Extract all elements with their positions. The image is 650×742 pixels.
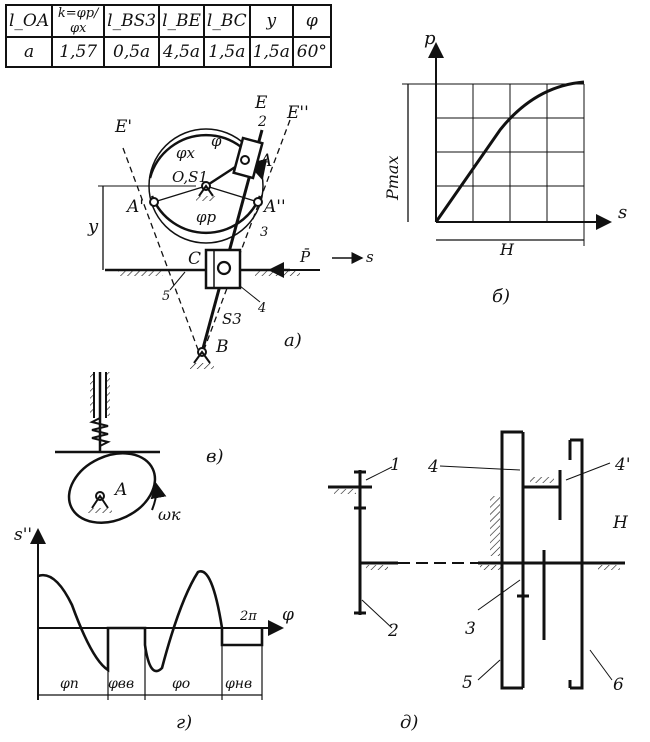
- label-b: B: [215, 337, 229, 357]
- caption-v: в): [206, 446, 224, 467]
- gear-4-5: [500, 430, 523, 690]
- label-c: C: [188, 249, 201, 269]
- force-curve: [434, 80, 585, 223]
- caption-d: д): [400, 712, 418, 733]
- label-2: 2: [257, 114, 267, 130]
- ground-hatch-b: [190, 363, 214, 369]
- label-1: 1: [390, 455, 401, 475]
- phi-p-arc: [150, 195, 262, 235]
- gear-6: [570, 438, 584, 690]
- label-5: 5: [162, 289, 170, 304]
- label-e2: E'': [286, 103, 309, 123]
- joint-c: [216, 260, 232, 276]
- label-phi-p: φп: [60, 676, 79, 692]
- label-e1: E': [114, 117, 132, 137]
- acceleration-curve: [37, 570, 264, 673]
- spring: [89, 417, 111, 447]
- label-s2: s'': [14, 525, 32, 545]
- grid: [436, 83, 585, 222]
- label-a2: A'': [262, 197, 286, 217]
- label-phi: φ: [282, 605, 294, 625]
- table-value-row: a 1,57 0,5a 4,5a 1,5a 1,5a 60°: [4, 36, 332, 68]
- table-header-row: l_OA k=φp/φx l_BS3 l_BE l_BC y φ: [4, 4, 332, 38]
- leader-4: [239, 285, 261, 303]
- joint-a2: [253, 197, 263, 207]
- header-cell: l_BE: [158, 4, 205, 38]
- label-h: H: [612, 513, 629, 533]
- label-p-axis: p: [424, 28, 436, 49]
- gear-train: 1 2 3 4 4' 5 6 H д): [328, 430, 631, 733]
- label-s-axis: s: [618, 202, 627, 223]
- ground-hatch-left: [118, 270, 163, 276]
- label-s: s: [366, 248, 374, 266]
- cam-profile: [67, 452, 157, 524]
- fixed-hatch-4: [490, 496, 500, 556]
- label-a: A: [258, 151, 272, 171]
- label-3: 3: [465, 619, 476, 639]
- crank-line-a1: [153, 185, 207, 203]
- label-h: H: [499, 240, 515, 259]
- ground-hatch-o: [196, 196, 216, 201]
- crank-line-a2: [205, 185, 259, 203]
- label-p: P̄: [299, 248, 311, 266]
- label-phi-nv: φнв: [225, 676, 252, 692]
- label-pmax: Pmax: [383, 156, 402, 202]
- label-a: A: [113, 480, 127, 500]
- value-cell: 0,5a: [103, 36, 161, 68]
- caption-g: г): [176, 712, 192, 733]
- label-4: 4: [257, 301, 266, 316]
- value-cell: 60°: [291, 36, 332, 68]
- label-e: E: [254, 93, 268, 113]
- extreme-line-e1: [122, 147, 201, 356]
- label-phi-vv: φвв: [108, 676, 134, 692]
- label-s3: S3: [222, 310, 242, 328]
- joint-a1: [149, 197, 159, 207]
- label-phi-p: φp: [196, 208, 217, 226]
- acceleration-diagram: s'' φ 2π φп φвв φо φнв г): [14, 525, 294, 733]
- value-cell: 1,57: [51, 36, 106, 68]
- value-cell: a: [4, 36, 54, 68]
- parameters-table: l_OA k=φp/φx l_BS3 l_BE l_BC y φ a 1,57 …: [4, 4, 332, 68]
- label-5: 5: [462, 673, 473, 693]
- support-o: [198, 184, 214, 197]
- extreme-line-e2: [201, 119, 291, 356]
- header-cell: l_BC: [202, 4, 251, 38]
- label-o: O,S1: [172, 168, 208, 186]
- label-3: 3: [260, 225, 268, 240]
- label-4: 4: [427, 457, 439, 477]
- label-y: y: [87, 216, 99, 237]
- cam-mechanism: A ωк в): [55, 372, 224, 524]
- header-cell: k=φp/φx: [51, 4, 106, 38]
- joint-a: [240, 155, 250, 165]
- label-phi-x: φx: [176, 144, 196, 162]
- header-cell: y: [248, 4, 294, 38]
- label-omega: ωк: [158, 505, 181, 524]
- linkage-mechanism: E E' E'' 2 A A' A'' O,S1 φ φx φp 3 C P̄ …: [87, 93, 374, 369]
- header-cell: l_BS3: [103, 4, 161, 38]
- value-cell: 1,5a: [248, 36, 294, 68]
- caption-a: a): [284, 330, 302, 351]
- label-phi-o: φо: [172, 676, 190, 692]
- cam-ground-hatch: [88, 508, 112, 513]
- label-2: 2: [387, 621, 399, 641]
- caption-b: б): [492, 286, 510, 307]
- omega-arrow: [150, 482, 167, 511]
- label-a1: A': [125, 197, 144, 217]
- leader-5: [169, 271, 186, 291]
- value-cell: 1,5a: [202, 36, 251, 68]
- label-4p: 4': [614, 455, 631, 475]
- header-cell: l_OA: [4, 4, 54, 38]
- label-6: 6: [613, 675, 624, 695]
- value-cell: 4,5a: [158, 36, 205, 68]
- label-phi: φ: [211, 132, 222, 150]
- force-diagram: p s Pmax H б): [383, 28, 627, 307]
- label-two-pi: 2π: [239, 609, 257, 624]
- cam-support: [91, 494, 109, 509]
- header-cell: φ: [291, 4, 332, 38]
- support-b: [193, 350, 211, 364]
